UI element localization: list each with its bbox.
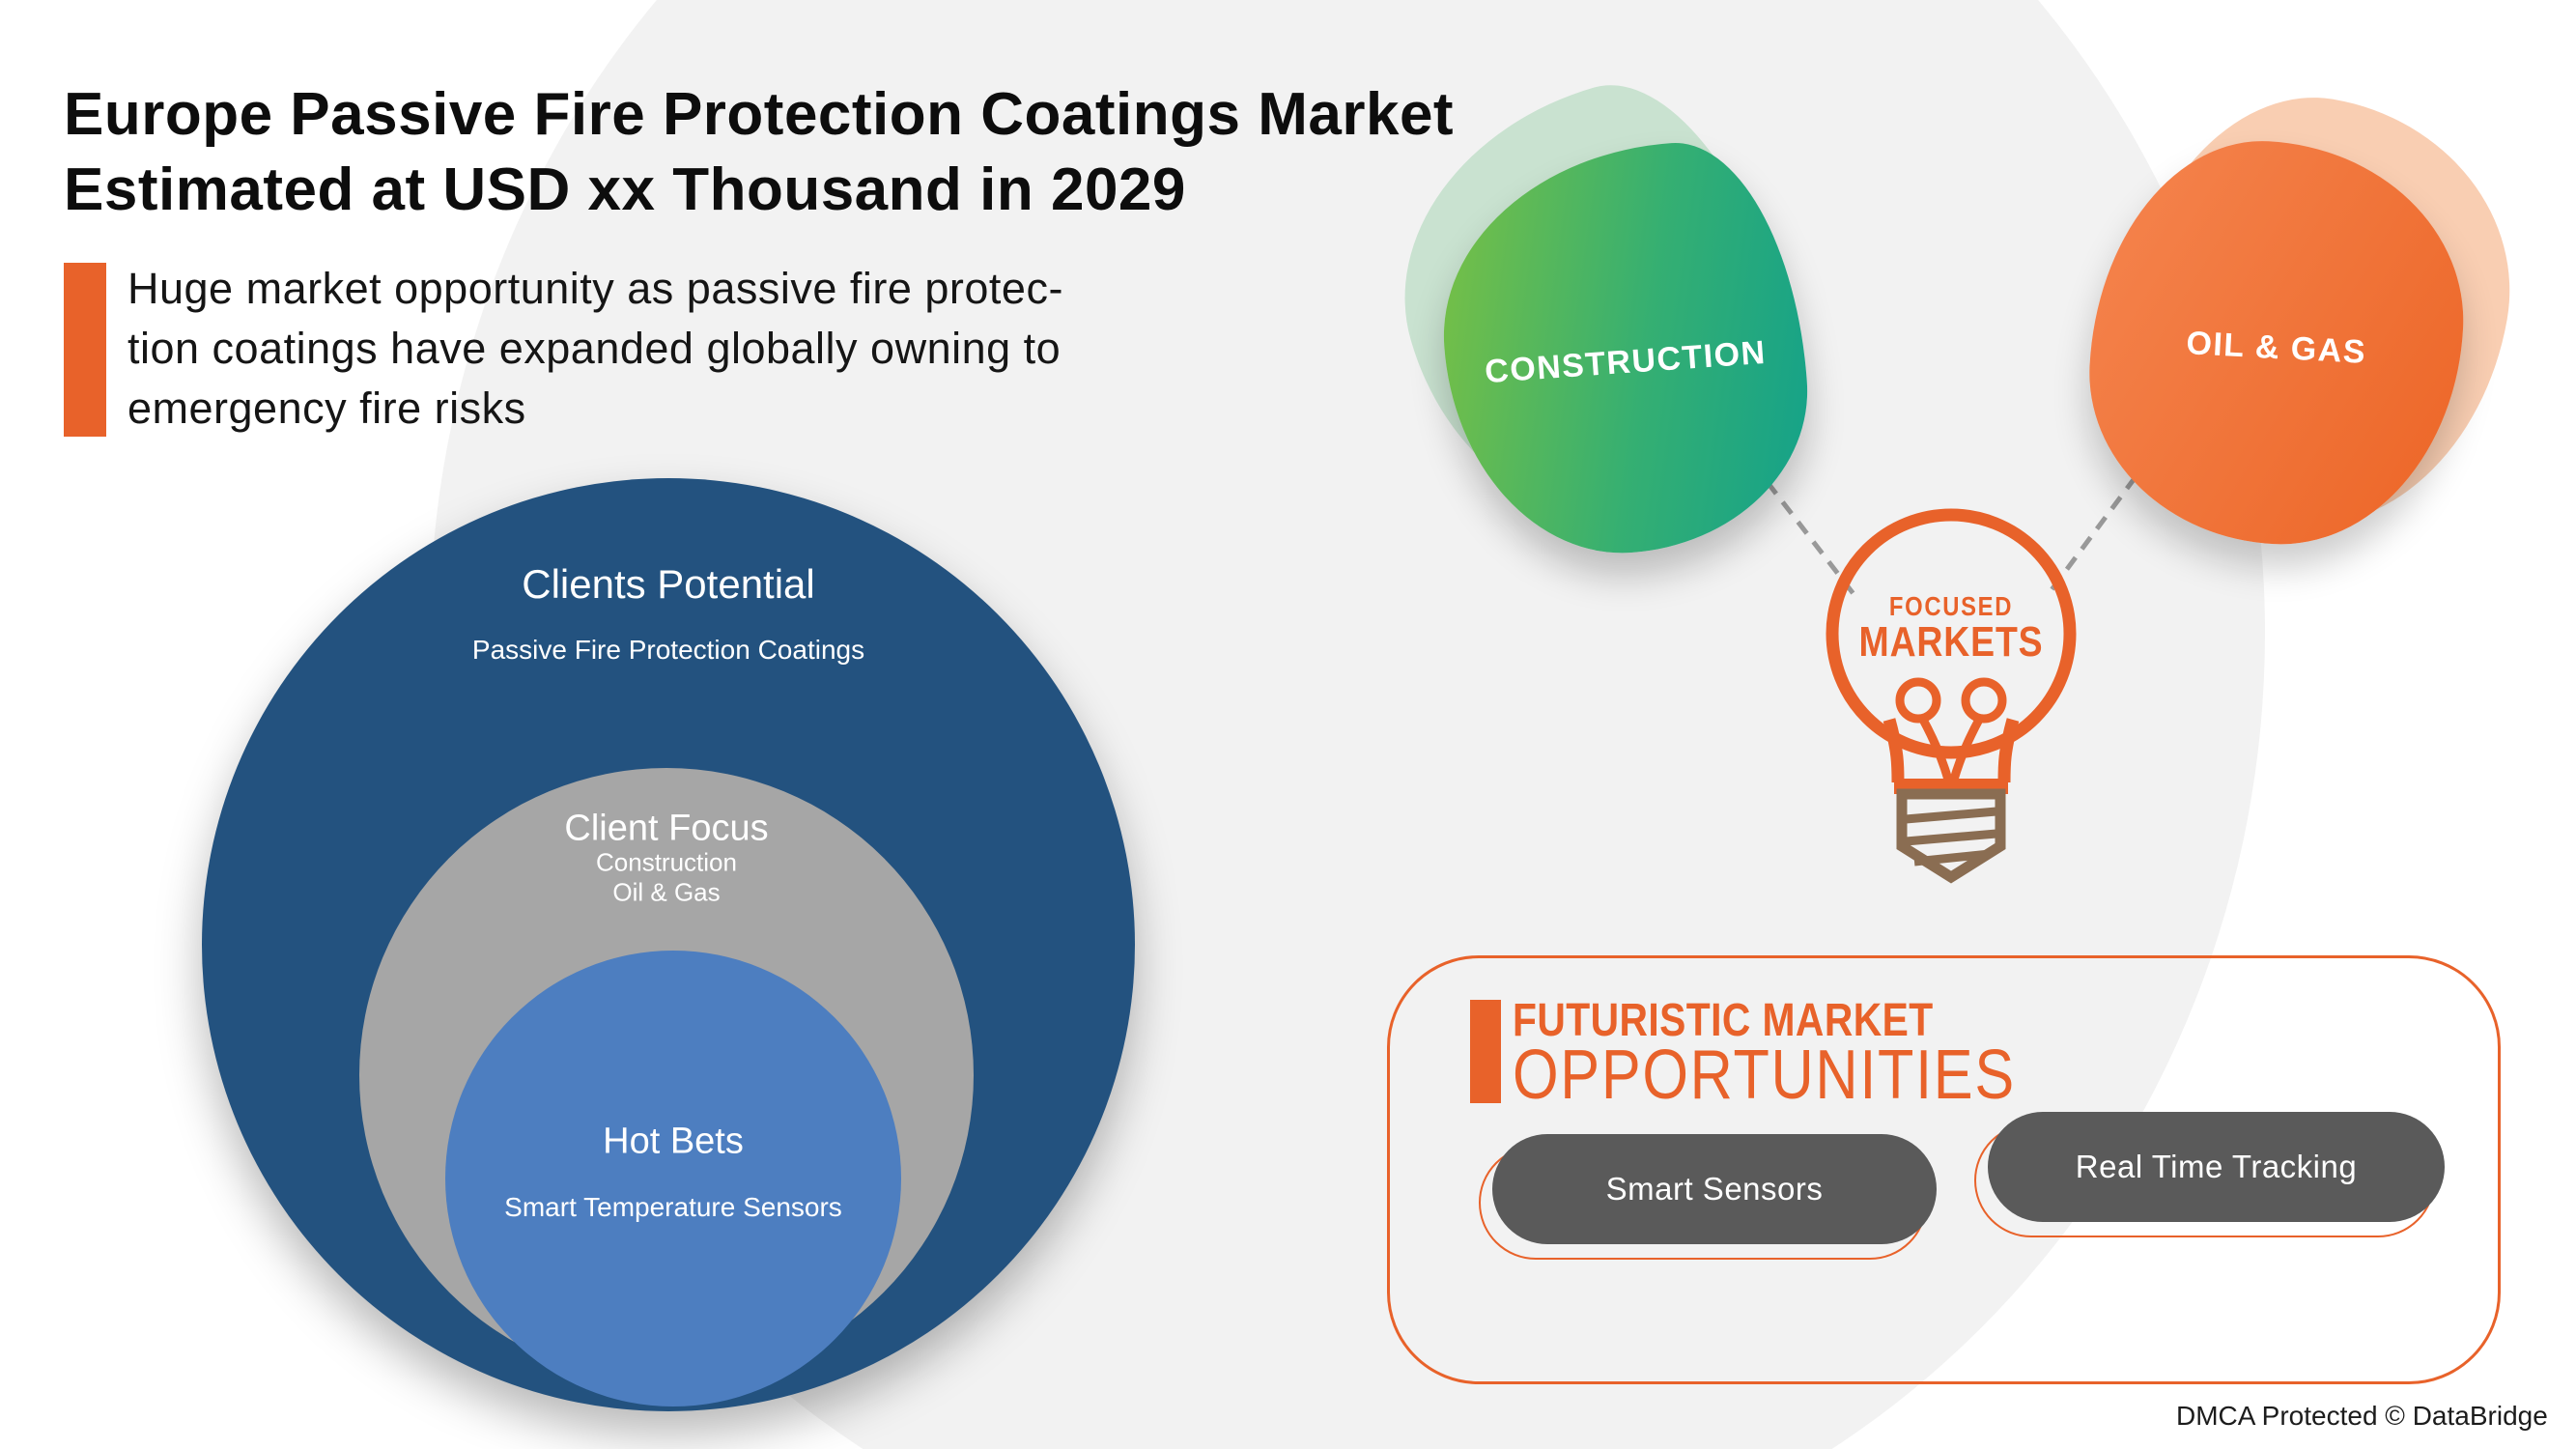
page-title-line2: Estimated at USD xx Thousand in 2029 [64, 156, 1186, 223]
oil-gas-blob-group: OIL & GAS [2057, 70, 2540, 575]
venn-inner-subtitle: Smart Temperature Sensors [504, 1192, 842, 1222]
construction-label: CONSTRUCTION [1483, 333, 1768, 390]
subtitle-line2: tion coatings have expanded globally own… [127, 324, 1062, 373]
bulb-text-markets: MARKETS [1858, 618, 2044, 666]
opportunities-heading-line2: OPPORTUNITIES [1513, 1037, 2016, 1114]
venn-middle-title: Client Focus [564, 808, 769, 849]
venn-outer-subtitle: Passive Fire Protection Coatings [471, 635, 865, 665]
dmca-notice: DMCA Protected © DataBridge [2176, 1401, 2548, 1431]
lightbulb-icon [1826, 508, 2077, 884]
venn-outer-title: Clients Potential [522, 561, 815, 607]
opportunities-panel [1387, 955, 2501, 1384]
venn-middle-subtitle-1: Construction [596, 847, 737, 877]
page-subtitle: Huge market opportunity as passive fire … [127, 259, 1063, 439]
opportunities-accent-bar [1470, 1000, 1501, 1103]
subtitle-line1: Huge market opportunity as passive fire … [127, 264, 1063, 313]
smart-sensors-label: Smart Sensors [1605, 1171, 1824, 1207]
page-title: Europe Passive Fire Protection Coatings … [64, 77, 1454, 228]
opportunities-heading-line1: FUTURISTIC MARKET [1513, 995, 1934, 1046]
construction-blob-group: CONSTRUCTION [1357, 53, 1826, 580]
oil-gas-label: OIL & GAS [2185, 324, 2367, 371]
bulb-text-focused: FOCUSED [1888, 591, 2014, 621]
real-time-tracking-pill: Real Time Tracking [1988, 1112, 2445, 1222]
subtitle-line3: emergency fire risks [127, 384, 526, 433]
venn-middle-subtitle-2: Oil & Gas [612, 877, 721, 907]
subtitle-accent-bar [64, 263, 106, 437]
venn-inner-circle [445, 951, 901, 1406]
focused-markets-bulb: FOCUSED MARKETS [1806, 502, 2096, 908]
venn-inner-title: Hot Bets [603, 1121, 744, 1162]
page-title-line1: Europe Passive Fire Protection Coatings … [64, 81, 1455, 148]
real-time-tracking-label: Real Time Tracking [2075, 1149, 2358, 1184]
smart-sensors-pill: Smart Sensors [1492, 1134, 1937, 1244]
